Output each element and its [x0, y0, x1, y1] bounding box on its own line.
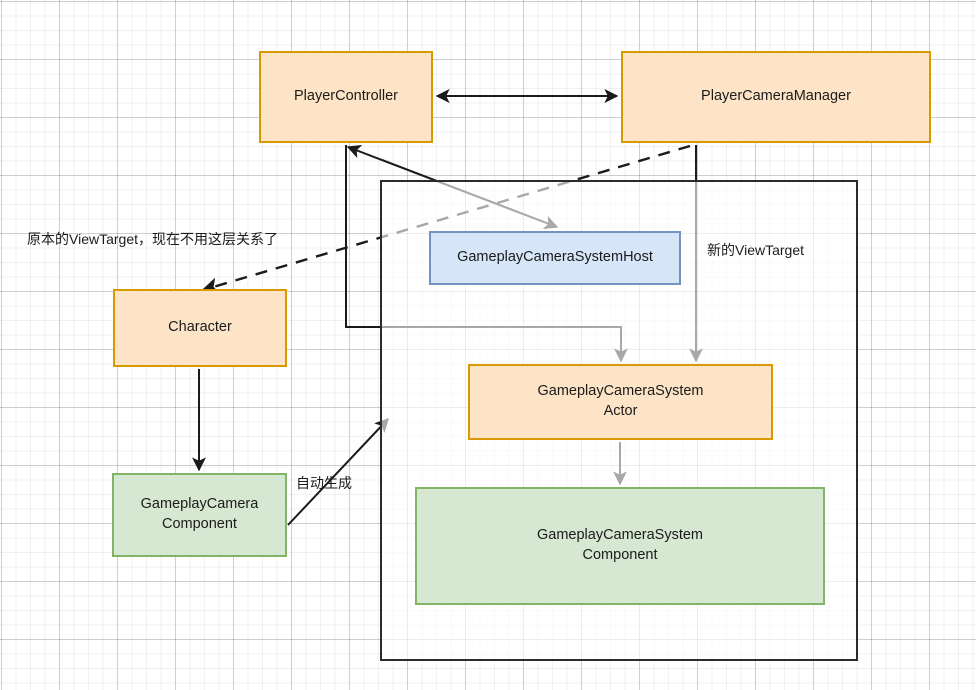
node-character[interactable]: Character — [113, 289, 287, 367]
edge-gccomponent-container — [287, 417, 389, 526]
node-gameplay-camera-system-component[interactable]: GameplayCameraSystem Component — [415, 487, 825, 605]
node-gameplay-camera-system-actor[interactable]: GameplayCameraSystem Actor — [468, 364, 773, 440]
node-player-controller[interactable]: PlayerController — [259, 51, 433, 143]
edge-label-old-view-target: 原本的ViewTarget，现在不用这层关系了 — [27, 231, 279, 247]
node-gameplay-camera-component[interactable]: GameplayCamera Component — [112, 473, 287, 557]
node-gameplay-camera-system-host[interactable]: GameplayCameraSystemHost — [429, 231, 681, 285]
node-player-camera-manager[interactable]: PlayerCameraManager — [621, 51, 931, 143]
edge-label-new-view-target: 新的ViewTarget — [707, 242, 805, 258]
edge-label-auto-generate: 自动生成 — [296, 475, 352, 491]
